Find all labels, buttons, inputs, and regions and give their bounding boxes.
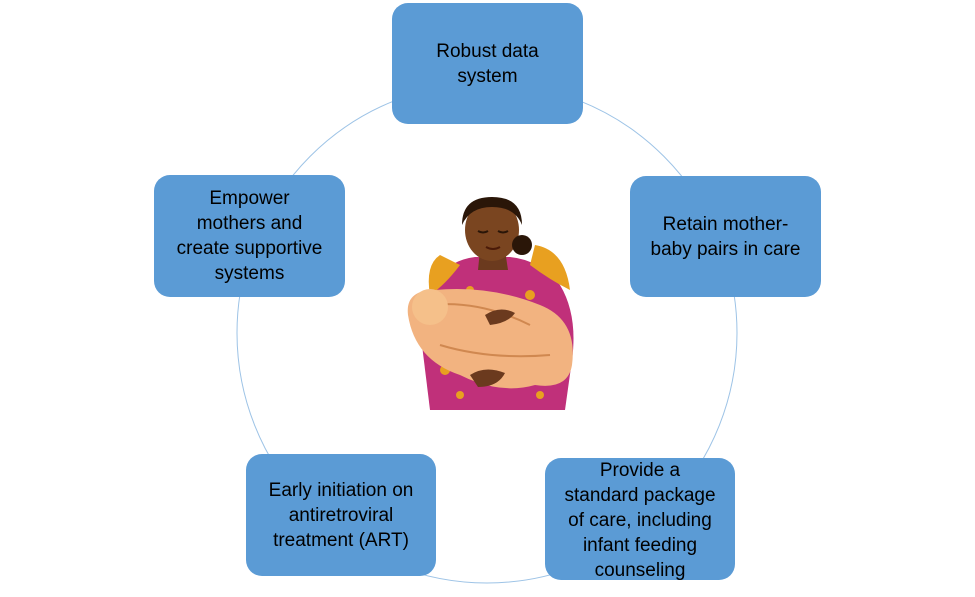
node-early-art-initiation: Early initiation on antiretroviral treat… <box>246 454 436 576</box>
node-empower-mothers: Empower mothers and create supportive sy… <box>154 175 345 297</box>
node-standard-package-of-care: Provide a standard package of care, incl… <box>545 458 735 581</box>
node-robust-data-system: Robust data system <box>392 3 583 124</box>
node-retain-mother-baby-pairs: Retain mother- baby pairs in care <box>630 176 821 297</box>
mother-holding-baby-illustration <box>407 197 574 410</box>
